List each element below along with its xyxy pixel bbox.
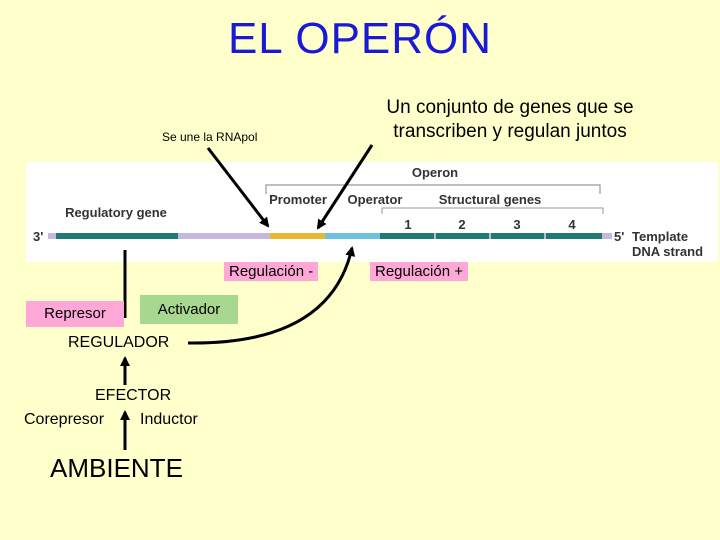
subtitle: Un conjunto de genes que se transcriben …: [386, 97, 634, 142]
rnapol-note: Se une la RNApol: [162, 130, 258, 144]
regulatory-gene-label: Regulatory gene: [65, 205, 167, 220]
promoter-segment: [270, 233, 325, 239]
corepresor-label: Corepresor: [24, 411, 105, 428]
efector-label: EFECTOR: [95, 387, 172, 404]
dna-strand-label: DNA strand: [632, 244, 703, 259]
operator-segment: [325, 233, 380, 239]
structural-genes-bracket: [381, 207, 604, 214]
structural-genes-label: Structural genes: [439, 192, 542, 207]
three-prime-label: 3': [33, 229, 43, 244]
inductor-label: Inductor: [140, 411, 198, 428]
regulacion-positiva-arrow: [316, 144, 374, 230]
gene-number-3: 3: [513, 217, 520, 232]
operon-label: Operon: [412, 165, 458, 180]
dna-spacer-left: [48, 233, 56, 239]
activador-label: Activador: [140, 295, 238, 324]
dna-spacer-middle: [178, 233, 270, 239]
regulador-label: REGULADOR: [68, 334, 170, 351]
ambiente-label: AMBIENTE: [50, 453, 183, 483]
operator-label: Operator: [348, 192, 403, 207]
template-label: Template: [632, 229, 688, 244]
dna-spacer-right: [602, 233, 612, 239]
operon-bracket: [265, 184, 601, 194]
gene-number-1: 1: [404, 217, 411, 232]
gene-number-4: 4: [568, 217, 576, 232]
promoter-label: Promoter: [269, 192, 327, 207]
curved-arrow-to-operator: [187, 246, 356, 345]
regulacion-negativa-label: Regulación -: [224, 262, 319, 281]
gene-number-2: 2: [458, 217, 465, 232]
regulacion-positiva-label: Regulación +: [370, 262, 468, 281]
rnapol-arrow: [206, 147, 270, 228]
five-prime-label: 5': [614, 229, 624, 244]
represor-label: Represor: [26, 301, 124, 327]
page-title: EL OPERÓN: [227, 14, 493, 63]
regulatory-gene-segment: [56, 233, 178, 239]
